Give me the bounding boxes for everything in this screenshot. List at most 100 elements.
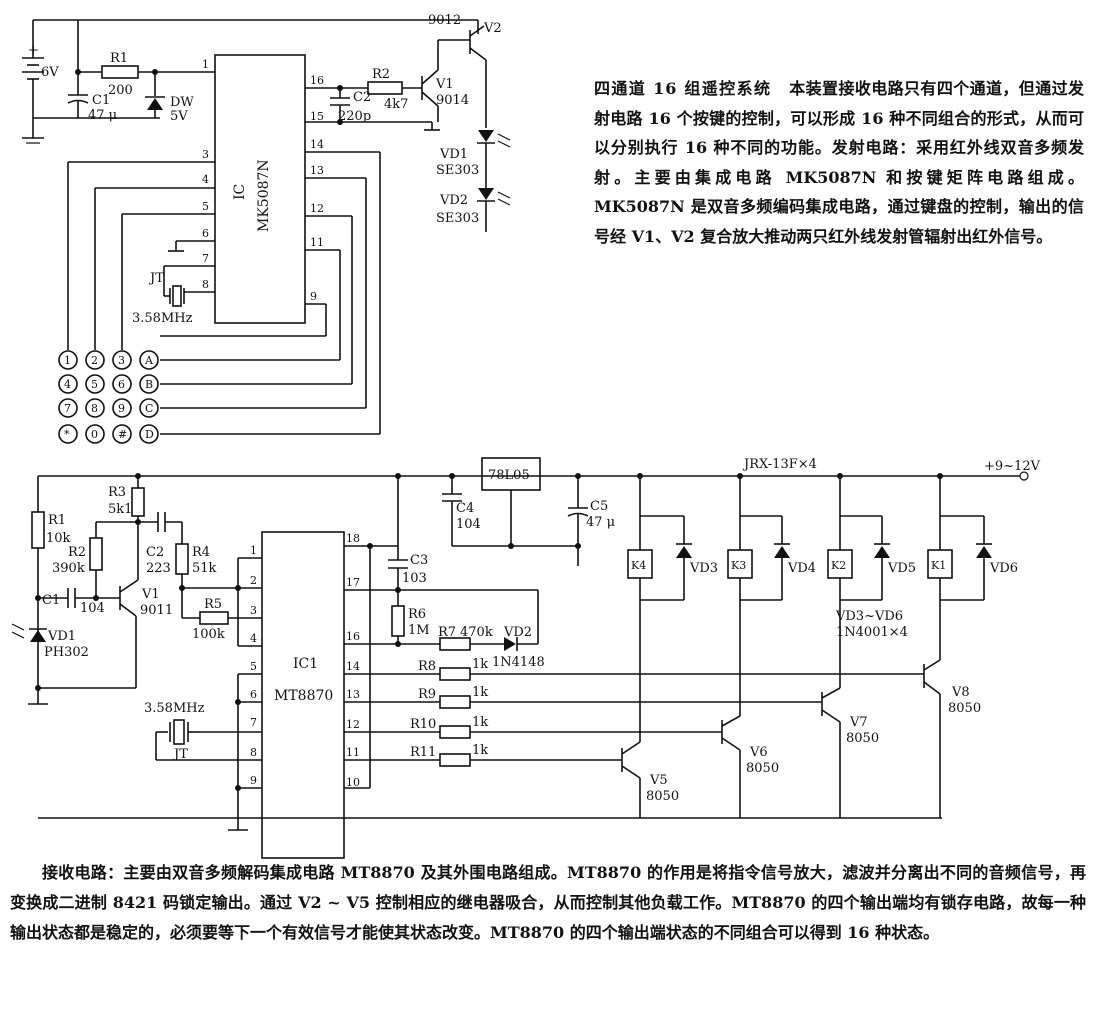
rx-pin: 12 <box>346 718 360 731</box>
tx-pin: 4 <box>202 173 209 186</box>
rx-pin: 13 <box>346 688 360 701</box>
key: 1 <box>64 354 71 367</box>
tx-pin: 12 <box>310 202 324 215</box>
rx-photodiode-vd1: VD1 PH302 <box>11 623 89 660</box>
transmitter-description: 四通道 16 组遥控系统 本装置接收电路只有四个通道，但通过发射电路 16 个按… <box>594 74 1084 251</box>
tx-v2-type: 9012 <box>428 13 461 28</box>
battery-6v: + 6V <box>22 20 59 144</box>
supply-terminal <box>1019 471 1029 481</box>
rx-r2-value: 390k <box>52 561 85 576</box>
transmitter-circuit: + 6V R1 200 C1 47 μ DW <box>22 13 511 444</box>
battery-voltage: 6V <box>41 65 59 80</box>
key: 9 <box>118 402 125 415</box>
rx-r1-name: R1 <box>48 513 66 528</box>
rx-pin: 7 <box>250 716 257 729</box>
rx-r2-name: R2 <box>68 545 86 560</box>
rx-pin: 3 <box>250 604 257 617</box>
rx-relay-k1: K1 VD6 <box>927 476 1018 660</box>
key: 5 <box>91 378 98 391</box>
rx-relay-k4: K4 VD3 <box>627 476 718 742</box>
flyback-label: VD5 <box>887 561 916 576</box>
rx-transistor-v8: V8 8050 <box>923 659 981 818</box>
rx-v1-name: V1 <box>141 587 160 602</box>
relay-label: K3 <box>731 559 746 572</box>
driver-name: V8 <box>951 685 970 700</box>
tx-pin: 16 <box>310 74 324 87</box>
flyback-label: VD3 <box>689 561 718 576</box>
rx-ic-mt8870 <box>261 531 345 859</box>
key: B <box>145 378 153 391</box>
rx-vd2-name: VD2 <box>503 625 532 640</box>
tx-c2-value: 220p <box>338 109 371 124</box>
section-body: 本装置接收电路只有四个通道，但通过发射电路 16 个按键的控制，可以形成 16 … <box>594 79 1084 246</box>
key: 3 <box>118 354 125 367</box>
rx-r3-value: 5k1 <box>108 502 132 517</box>
rx-r4-value: 51k <box>192 561 217 576</box>
tx-pin: 15 <box>310 110 324 123</box>
rx-r8 <box>439 667 471 681</box>
tx-ic-mk5087n <box>214 54 306 324</box>
relay-label: K4 <box>631 559 646 572</box>
tx-r1 <box>101 65 139 79</box>
tx-keypad: 1 2 3 A 4 5 6 B 7 8 9 C * 0 # D <box>58 350 159 444</box>
receiver-description: 接收电路：主要由双音多频解码集成电路 MT8870 及其外围电路组成。MT887… <box>10 863 1086 942</box>
rx-pin: 16 <box>346 630 360 643</box>
rx-r9 <box>439 695 471 709</box>
rx-transistor-v7: V7 8050 <box>821 687 879 818</box>
rx-r8-name: R8 <box>418 659 436 674</box>
rx-pin: 6 <box>250 688 257 701</box>
tx-ir-led-vd2: VD2 SE303 <box>436 188 511 232</box>
tx-pin: 7 <box>202 252 209 265</box>
rx-r1 <box>31 511 45 549</box>
tx-r1-value: 200 <box>108 83 133 98</box>
rx-crystal-value: 3.58MHz <box>144 701 205 716</box>
key: * <box>64 428 70 441</box>
tx-zener-dw: DW 5V <box>145 72 194 124</box>
rx-transistor-v5: V5 8050 <box>621 741 679 818</box>
rx-pin: 9 <box>250 774 257 787</box>
tx-pin: 3 <box>202 148 209 161</box>
rx-r7-value: 470k <box>460 625 493 640</box>
tx-c2-name: C2 <box>353 90 371 105</box>
key: 0 <box>91 428 98 441</box>
rx-r11-name: R11 <box>410 745 436 760</box>
rx-pin: 2 <box>250 574 257 587</box>
rx-vd1-name: VD1 <box>47 629 76 644</box>
key: 7 <box>64 402 71 415</box>
rx-r6 <box>391 605 405 637</box>
tx-vd2-type: SE303 <box>436 211 479 226</box>
svg-text:+: + <box>28 43 39 58</box>
rx-pin: 1 <box>250 544 257 557</box>
key: C <box>145 402 153 415</box>
driver-type: 8050 <box>746 761 779 776</box>
tx-pin: 5 <box>202 200 209 213</box>
rx-pin: 11 <box>346 746 360 759</box>
rx-relay-note: JRX-13F×4 <box>742 457 817 472</box>
tx-r1-name: R1 <box>110 51 128 66</box>
rx-r4 <box>175 543 189 575</box>
rx-r11 <box>439 753 471 767</box>
rx-supply: +9~12V <box>984 459 1041 474</box>
tx-ir-led-vd1: VD1 SE303 <box>436 130 511 188</box>
rx-r10-value: 1k <box>472 715 488 730</box>
rx-pin: 8 <box>250 746 257 759</box>
rx-r1-value: 10k <box>46 531 71 546</box>
rx-r11-value: 1k <box>472 743 488 758</box>
tx-vd1-type: SE303 <box>436 163 479 178</box>
relay-label: K2 <box>831 559 846 572</box>
driver-name: V7 <box>849 715 868 730</box>
flyback-label: VD4 <box>787 561 816 576</box>
rx-flyback-note: VD3~VD6 <box>835 609 903 624</box>
tx-crystal: JT 3.58MHz <box>132 265 215 326</box>
tx-dw-name: DW <box>170 95 194 110</box>
rx-c4-name: C4 <box>456 501 474 516</box>
rx-r7-name: R7 <box>438 625 456 640</box>
tx-r2-name: R2 <box>372 67 390 82</box>
rx-crystal: 3.58MHz JT <box>144 701 262 762</box>
rx-diode-vd2 <box>504 637 516 651</box>
rx-v1-type: 9011 <box>140 603 173 618</box>
rx-c5-name: C5 <box>590 499 608 514</box>
relay-label: K1 <box>931 559 946 572</box>
rx-c2-name: C2 <box>146 545 164 560</box>
